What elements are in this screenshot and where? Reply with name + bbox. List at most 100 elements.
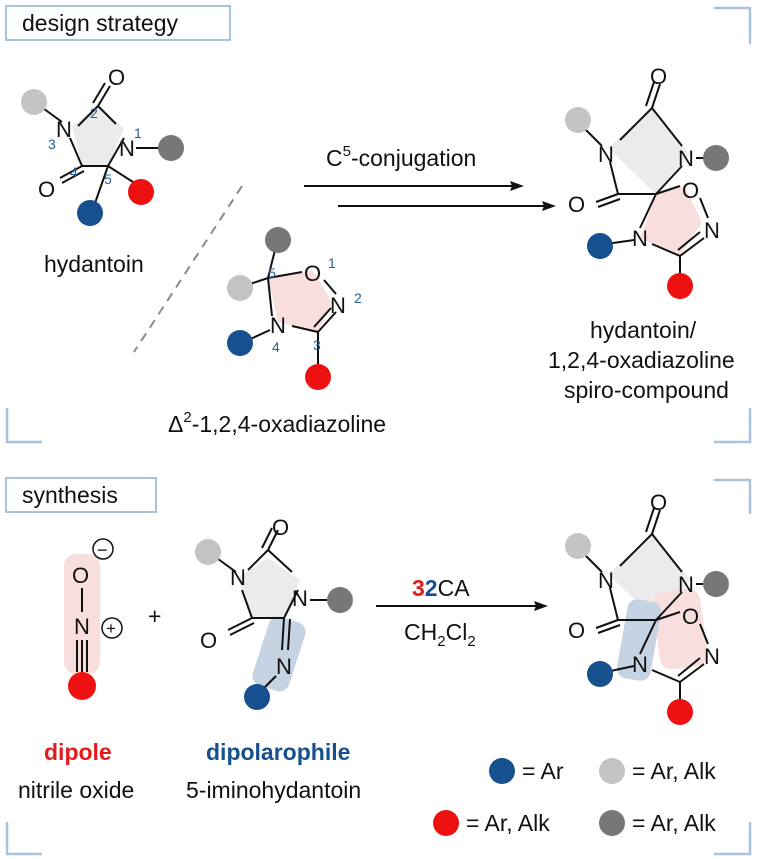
conjugation-label: C5-conjugation bbox=[326, 143, 476, 171]
hydantoin-label: hydantoin bbox=[44, 251, 144, 277]
legend-text-lightgray: = Ar, Alk bbox=[632, 758, 716, 784]
dashed-divider bbox=[133, 185, 243, 353]
cat-label: 32CA bbox=[412, 575, 470, 601]
design-title-box bbox=[5, 5, 231, 41]
hyd-n1: N bbox=[119, 136, 135, 161]
imino-ring-fill bbox=[238, 558, 300, 618]
oxadiazoline-label: Δ2-1,2,4-oxadiazoline bbox=[168, 409, 386, 437]
arrow-head-3 bbox=[534, 601, 548, 611]
iminohydantoin-structure: N N O O N dipolarophile 5-iminohydantoin bbox=[186, 515, 361, 803]
hyd-o2: O bbox=[108, 65, 125, 90]
imino-n1: N bbox=[292, 586, 308, 611]
spiro2-n-c: N bbox=[632, 652, 648, 677]
plus-sign: + bbox=[148, 603, 161, 629]
imino-sub-lightgray bbox=[195, 539, 221, 565]
oxa-sub-lightgray bbox=[227, 275, 253, 301]
legend-dot-lightgray bbox=[599, 758, 625, 784]
spiro2-o-a: O bbox=[650, 490, 667, 515]
oxa-n2: N bbox=[330, 293, 346, 318]
hyd-num-5: 5 bbox=[104, 171, 112, 187]
legend-text-blue: = Ar bbox=[522, 758, 564, 784]
spiro2-n-b: N bbox=[678, 572, 694, 597]
nitrile-oxide-structure: O − N + dipole nitrile oxide bbox=[18, 538, 134, 803]
hyd-sub-darkgray bbox=[158, 135, 184, 161]
oxa-num-2: 2 bbox=[354, 290, 362, 306]
arrow-head-1 bbox=[510, 181, 524, 191]
oxa-num-1: 1 bbox=[328, 255, 336, 271]
legend-text-darkgray: = Ar, Alk bbox=[632, 810, 716, 836]
corner-tr-bottom bbox=[714, 478, 752, 514]
legend-dot-blue bbox=[489, 758, 515, 784]
oxa-ring-fill bbox=[268, 270, 332, 332]
spiro-sub-blue bbox=[587, 233, 613, 259]
spiro-sub-darkgray bbox=[703, 145, 729, 171]
hyd-sub-blue bbox=[77, 200, 103, 226]
hyd-num-1: 1 bbox=[134, 125, 142, 141]
hyd-num-3: 3 bbox=[48, 136, 56, 152]
nitrile-oxide-label: nitrile oxide bbox=[18, 777, 134, 803]
hyd-num-4: 4 bbox=[70, 164, 78, 180]
spiro2-sub-lightgray bbox=[565, 533, 591, 559]
spiro2-oxa-highlight bbox=[652, 588, 708, 670]
oxa-o1: O bbox=[304, 261, 321, 286]
corner-br-top bbox=[714, 408, 752, 444]
spiro2-o-ring: O bbox=[682, 604, 699, 629]
hyd-o4: O bbox=[38, 177, 55, 202]
oxadiazoline-structure: O N N 1 2 3 4 5 Δ2-1,2,4-oxadiazoline bbox=[168, 227, 386, 437]
spiro-o-b: O bbox=[568, 192, 585, 217]
corner-bl-top bbox=[5, 408, 42, 444]
spiro-sub-red bbox=[667, 273, 693, 299]
spiro-product-top: N N O O O N N hydantoin/ 1,2,4-oxadiazol… bbox=[548, 64, 735, 403]
arrow-head-2 bbox=[542, 201, 556, 211]
oxa-num-4: 4 bbox=[272, 339, 280, 355]
imino-sub-darkgray bbox=[327, 587, 353, 613]
oxa-sub-darkgray bbox=[265, 227, 291, 253]
spiro-o-ring: O bbox=[682, 178, 699, 203]
spiro2-sub-blue bbox=[587, 661, 613, 687]
legend: = Ar = Ar, Alk = Ar, Alk = Ar, Alk bbox=[433, 758, 716, 836]
corner-tr-top bbox=[714, 6, 752, 44]
oxa-sub-red bbox=[305, 364, 331, 390]
iminohydantoin-label: 5-iminohydantoin bbox=[186, 777, 361, 803]
spiro2-n-a: N bbox=[598, 568, 614, 593]
spiro-n-c: N bbox=[632, 226, 648, 251]
imino-o2: O bbox=[272, 515, 289, 540]
plus-charge-circle bbox=[101, 617, 123, 639]
hydantoin-ring-fill bbox=[72, 106, 124, 166]
legend-text-red: = Ar, Alk bbox=[466, 810, 550, 836]
dipolarophile-label: dipolarophile bbox=[206, 739, 350, 765]
spiro2-sub-red bbox=[667, 699, 693, 725]
spiro2-o-b: O bbox=[568, 618, 585, 643]
synthesis-title-box bbox=[5, 477, 157, 513]
legend-dot-darkgray bbox=[599, 810, 625, 836]
imino-sub-blue bbox=[244, 684, 270, 710]
spiro-label-3: spiro-compound bbox=[564, 377, 729, 403]
no-o: O bbox=[72, 563, 89, 588]
spiro2-sub-darkgray bbox=[703, 571, 729, 597]
conjugation-arrows: C5-conjugation bbox=[304, 143, 556, 211]
minus-charge-circle bbox=[92, 538, 114, 560]
oxa-sub-blue bbox=[227, 330, 253, 356]
design-title: design strategy bbox=[22, 10, 178, 36]
hydantoin-structure: N N O O 2 1 3 4 5 hydantoin bbox=[21, 65, 184, 277]
solvent-label: CH2Cl2 bbox=[404, 619, 476, 650]
no-sub-red bbox=[68, 672, 96, 700]
cycloaddition-arrow: 32CA CH2Cl2 bbox=[376, 575, 548, 650]
hyd-sub-red bbox=[128, 179, 154, 205]
spiro-label-2: 1,2,4-oxadiazoline bbox=[548, 347, 735, 373]
dipole-highlight bbox=[64, 554, 100, 674]
plus-charge: + bbox=[106, 619, 116, 638]
dipole-label: dipole bbox=[44, 739, 112, 765]
oxa-n4: N bbox=[270, 313, 286, 338]
spiro-o-a: O bbox=[650, 64, 667, 89]
spiro2-n-ring: N bbox=[704, 644, 720, 669]
spiro-product-bottom: N N O O O N N bbox=[565, 490, 729, 725]
spiro-n-b: N bbox=[678, 146, 694, 171]
imino-n-exo: N bbox=[276, 654, 292, 679]
oxa-num-3: 3 bbox=[313, 337, 321, 353]
hyd-n3: N bbox=[56, 117, 72, 142]
no-n: N bbox=[74, 614, 90, 639]
synthesis-frame: synthesis bbox=[5, 477, 752, 856]
hyd-num-2: 2 bbox=[90, 105, 98, 121]
